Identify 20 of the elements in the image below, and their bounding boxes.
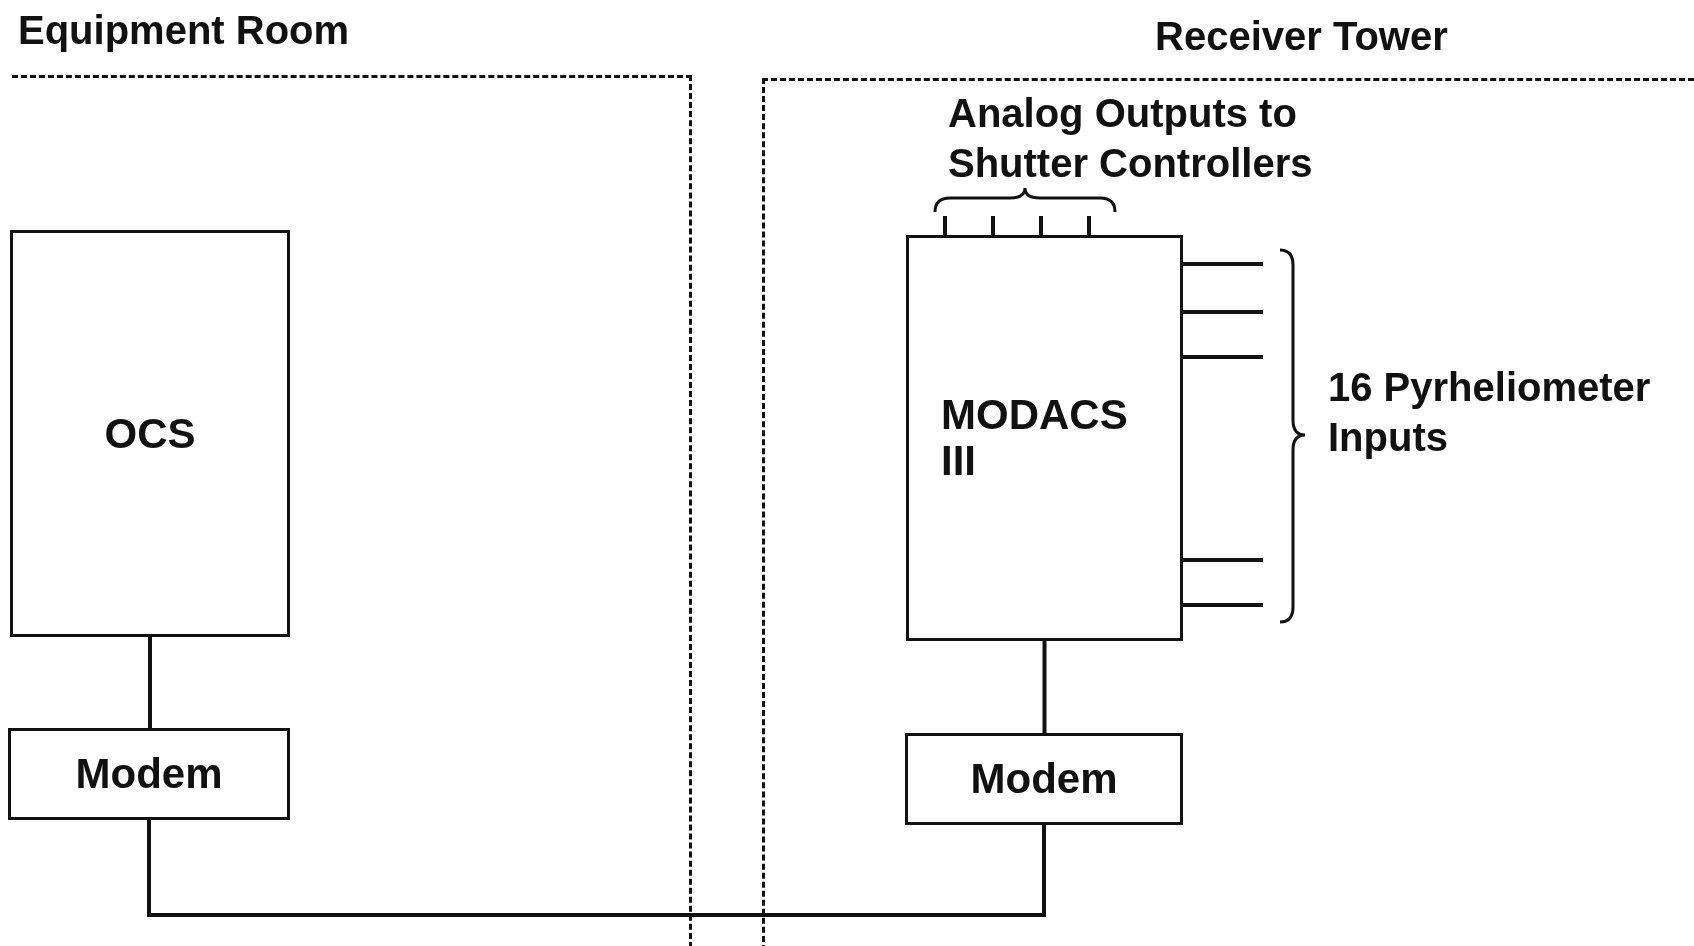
connector-line xyxy=(148,637,152,728)
system-box: MODACS III xyxy=(906,235,1183,641)
modem-box: Modem xyxy=(905,733,1183,825)
connector-line xyxy=(1042,641,1047,733)
signal-line xyxy=(1087,216,1091,235)
signal-line xyxy=(1183,310,1263,314)
signal-line xyxy=(1183,558,1263,562)
signal-line xyxy=(991,216,995,235)
signal-line xyxy=(1183,355,1263,359)
signal-line xyxy=(1039,216,1043,235)
modem-box: Modem xyxy=(8,728,290,820)
region-title: Equipment Room xyxy=(18,8,350,53)
connector-line xyxy=(147,820,1046,917)
annotation-label: Analog Outputs to Shutter Controllers xyxy=(948,90,1314,187)
system-box: OCS xyxy=(10,230,290,637)
signal-line xyxy=(1183,603,1263,607)
signal-line xyxy=(943,216,947,235)
annotation-label: 16 Pyrheliometer Inputs xyxy=(1328,364,1652,461)
signal-line xyxy=(1183,262,1263,266)
region-title: Receiver Tower xyxy=(1155,14,1448,59)
